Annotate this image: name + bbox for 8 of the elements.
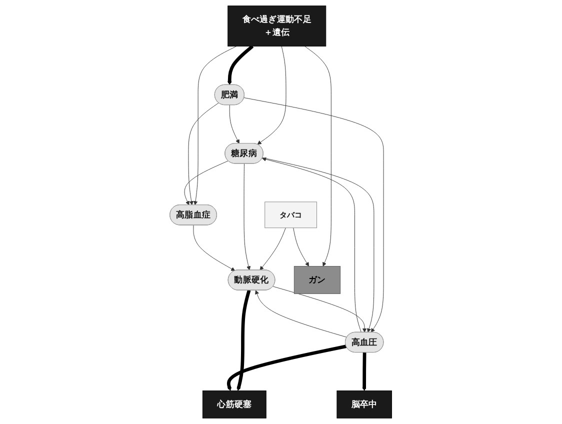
arrow [236, 290, 251, 391]
node-box: 食べ過ぎ運動不足 ＋遺伝 [228, 6, 326, 46]
node-box: ガン [294, 266, 341, 294]
arrow [362, 352, 367, 391]
arrow [228, 44, 254, 86]
node-box: 脳卒中 [336, 390, 392, 418]
arrow [227, 344, 347, 391]
node-box: 心筋硬塞 [202, 390, 267, 418]
